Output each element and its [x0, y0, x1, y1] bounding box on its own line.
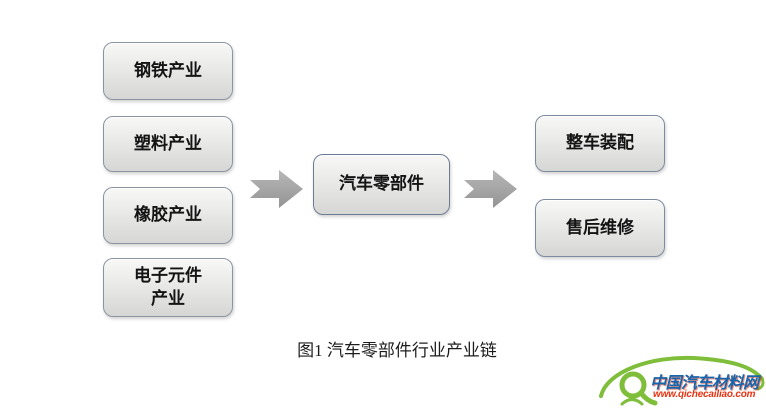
- site-name: 中国汽车材料网: [650, 375, 759, 392]
- node-steel-industry: 钢铁产业: [103, 42, 233, 100]
- node-vehicle-assembly: 整车装配: [535, 115, 665, 172]
- node-label: 电子元件产业: [134, 266, 202, 308]
- flow-arrow-upstream-to-center: [250, 170, 303, 208]
- node-aftersales-service: 售后维修: [535, 199, 665, 257]
- node-plastic-industry: 塑料产业: [103, 116, 233, 172]
- figure-caption: 图1 汽车零部件行业产业链: [297, 341, 497, 360]
- site-watermark: 中国汽车材料网 www.qichecailiao.com: [594, 352, 766, 408]
- node-label: 汽车零部件: [339, 174, 424, 194]
- flow-arrow-center-to-downstream: [464, 170, 517, 208]
- site-url: www.qichecailiao.com: [653, 389, 756, 400]
- node-label: 橡胶产业: [134, 205, 202, 225]
- node-label: 整车装配: [566, 133, 634, 153]
- right-arrow-icon: [250, 170, 303, 208]
- node-label: 塑料产业: [134, 133, 202, 153]
- node-auto-parts: 汽车零部件: [313, 154, 450, 215]
- node-label: 售后维修: [566, 217, 634, 237]
- right-arrow-icon: [464, 170, 517, 208]
- node-electronics-industry: 电子元件产业: [103, 258, 233, 317]
- car-outline-icon: [599, 355, 765, 406]
- node-rubber-industry: 橡胶产业: [103, 187, 233, 244]
- site-logo-q-icon: [619, 371, 658, 406]
- node-label: 钢铁产业: [134, 60, 202, 80]
